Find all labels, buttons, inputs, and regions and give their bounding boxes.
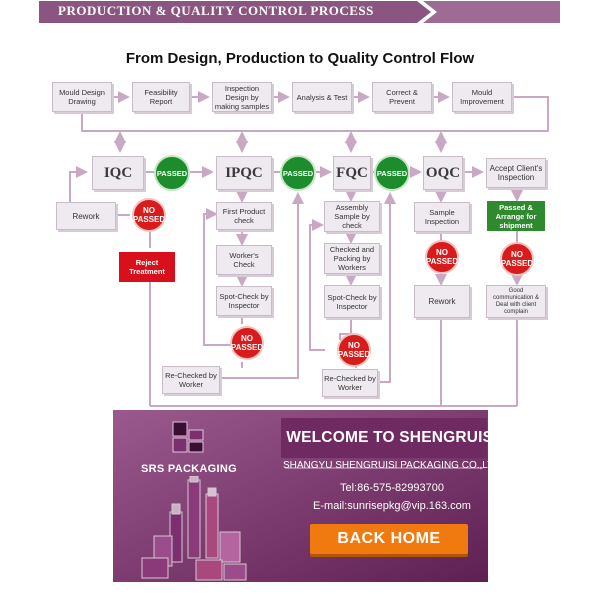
stage-oqc: OQC <box>423 156 463 190</box>
ipqc-workers-check: Worker's Check <box>216 245 272 275</box>
srs-logo-icon <box>172 421 204 453</box>
stage-fqc: FQC <box>333 156 371 190</box>
fqc-recheck: Re-Checked by Worker <box>322 369 378 397</box>
fqc-spot-check: Spot-Check by Inspector <box>324 285 380 318</box>
step-feasibility-report: Feasibility Report <box>132 82 190 112</box>
banner-title: PRODUCTION & QUALITY CONTROL PROCESS <box>58 3 374 18</box>
no-passed-badge-fqc: NO PASSED <box>337 333 371 367</box>
step-mould-design-drawing: Mould Design Drawing <box>52 82 112 112</box>
step-mould-improvement: Mould Improvement <box>452 82 512 112</box>
step-analysis-test: Analysis & Test <box>292 82 352 112</box>
contact-email: E-mail:sunrisepkg@vip.163.com <box>313 500 471 512</box>
iqc-rework: Rework <box>56 202 116 230</box>
reject-treatment: Reject Treatment <box>119 252 175 282</box>
passed-badge-iqc: PASSED <box>154 155 190 191</box>
oqc-sample-inspection: Sample Inspection <box>414 202 470 232</box>
passed-arrange-shipment: Passed & Arrange for shipment <box>487 201 545 231</box>
brand-name: SRS PACKAGING <box>141 463 237 475</box>
stage-iqc: IQC <box>92 156 144 190</box>
no-passed-badge-oqc: NO PASSED <box>425 240 459 274</box>
no-passed-badge-iqc: NO PASSED <box>132 198 166 232</box>
company-name: SHANGYU SHENGRUISI PACKAGING CO.,LTD. <box>283 460 504 471</box>
no-passed-badge-accept: NO PASSED <box>500 242 534 276</box>
page-title: From Design, Production to Quality Contr… <box>125 50 475 67</box>
back-home-button[interactable]: BACK HOME <box>310 524 468 554</box>
ipqc-first-product-check: First Product check <box>216 202 272 230</box>
header-banner <box>39 1 560 23</box>
ipqc-recheck: Re-Checked by Worker <box>162 366 220 394</box>
step-correct-prevent: Correct & Prevent <box>372 82 432 112</box>
bottles-image <box>141 476 247 581</box>
passed-badge-ipqc: PASSED <box>280 155 316 191</box>
contact-tel: Tel:86-575-82993700 <box>340 482 444 494</box>
fqc-checked-packing: Checked and Packing by Workers <box>324 243 380 274</box>
oqc-rework: Rework <box>414 285 470 318</box>
stage-ipqc: IPQC <box>216 156 272 190</box>
fqc-assembly-sample: Assembly Sample by check <box>324 201 380 232</box>
passed-badge-fqc: PASSED <box>374 155 410 191</box>
ipqc-spot-check: Spot-Check by Inspector <box>216 286 272 316</box>
stage-accept-inspection: Accept Client's Inspection <box>486 158 546 188</box>
welcome-heading: WELCOME TO SHENGRUISI <box>286 429 498 446</box>
no-passed-badge-ipqc: NO PASSED <box>230 326 264 360</box>
good-communication: Good communication & Deal with client co… <box>486 285 546 318</box>
step-inspection-design: Inspection Design by making samples <box>212 82 272 112</box>
